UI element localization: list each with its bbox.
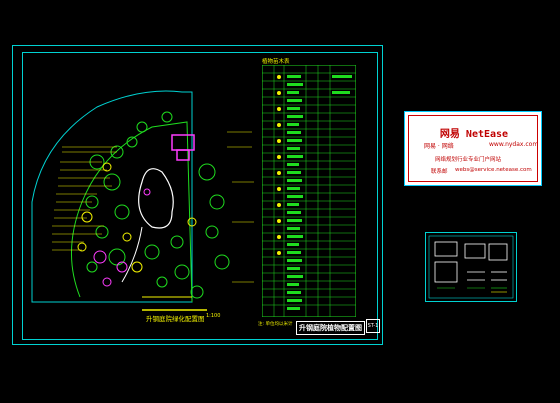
table-grid-rows — [262, 72, 356, 306]
garden-path-loop — [138, 168, 174, 229]
pavilion-outline — [171, 134, 195, 151]
shrub-symbols — [77, 162, 197, 273]
leader-lines — [52, 146, 117, 251]
logo-subtitle: 网易 · 网络 — [424, 143, 454, 150]
netease-logo-block: 网易 NetEase 网易 · 网络 www.nydax.com 网络规划行业专… — [404, 111, 542, 186]
detail-sheet-drawing — [428, 235, 514, 299]
drawing-inner-frame — [22, 52, 378, 340]
logo-url: www.nydax.com — [489, 141, 539, 148]
pavilion-step — [176, 149, 190, 161]
logo-slogan: 网络规划行业专业门户网站 — [435, 157, 502, 163]
plan-scale: 1:100 — [206, 313, 221, 319]
planting-bed-outline — [71, 121, 193, 303]
right-leader-lines — [227, 131, 254, 283]
flower-symbols — [93, 188, 151, 287]
table-symbol-marks — [277, 75, 281, 255]
garden-path — [121, 226, 143, 283]
plan-title: 升钢庭院绿化配置图 — [146, 315, 205, 323]
drawing-title-block: 升钢庭院植物配置图 — [296, 321, 365, 335]
schedule-heading: 植物苗木表 — [262, 59, 290, 65]
logo-email-label: 联系邮 — [431, 169, 448, 175]
site-boundary — [31, 90, 193, 303]
table-grid-cols — [273, 65, 331, 317]
logo-email: webs@service.netease.com — [455, 167, 532, 173]
tree-symbols — [85, 111, 230, 299]
logo-title: 网易 NetEase — [439, 129, 509, 140]
planting-plan-drawing — [31, 90, 254, 311]
drawing-sheet-frame — [12, 45, 383, 345]
plant-schedule-table — [262, 65, 356, 317]
table-cell-marks — [287, 75, 352, 310]
table-note: 注: 单位均以米计 — [258, 322, 293, 327]
drawing-number-cell: ST-1 — [366, 319, 380, 333]
detail-sheet-thumbnail — [425, 232, 517, 302]
logo-inner-border: 网易 NetEase 网易 · 网络 www.nydax.com 网络规划行业专… — [408, 115, 538, 182]
